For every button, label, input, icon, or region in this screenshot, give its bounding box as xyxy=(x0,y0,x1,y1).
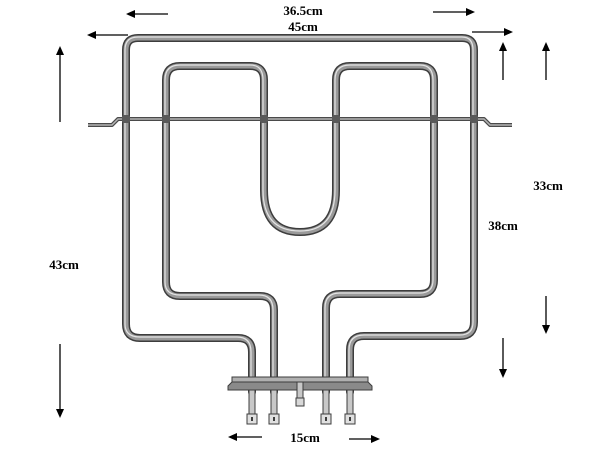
inner-loop xyxy=(162,62,438,396)
label-right-outer: 33cm xyxy=(533,178,563,193)
arrow-top-outer-right xyxy=(433,8,475,16)
arrow-top-inner-left xyxy=(87,31,128,39)
arrow-right-inner-up xyxy=(499,42,507,80)
terminal-connectors xyxy=(246,381,356,425)
label-right-inner: 38cm xyxy=(488,218,518,233)
arrow-bottom-right xyxy=(349,435,380,443)
dimension-labels: 36.5cm 45cm 33cm 38cm 43cm 15cm xyxy=(49,3,563,445)
arrow-top-inner-right xyxy=(472,28,513,36)
arrow-left-up xyxy=(56,46,64,122)
arrow-right-inner-down xyxy=(499,338,507,378)
arrow-left-down xyxy=(56,344,64,418)
arrow-top-outer-left xyxy=(126,10,168,18)
label-bottom: 15cm xyxy=(290,430,320,445)
heating-element xyxy=(88,34,512,425)
label-top-inner: 45cm xyxy=(288,19,318,34)
support-bracket xyxy=(88,115,512,127)
arrow-right-outer-down xyxy=(542,296,550,334)
label-left: 43cm xyxy=(49,257,79,272)
arrow-right-outer-up xyxy=(542,42,550,80)
label-top-outer: 36.5cm xyxy=(283,3,323,18)
arrow-bottom-left xyxy=(228,433,262,441)
dimension-arrows xyxy=(56,8,550,443)
outer-loop xyxy=(122,34,478,396)
